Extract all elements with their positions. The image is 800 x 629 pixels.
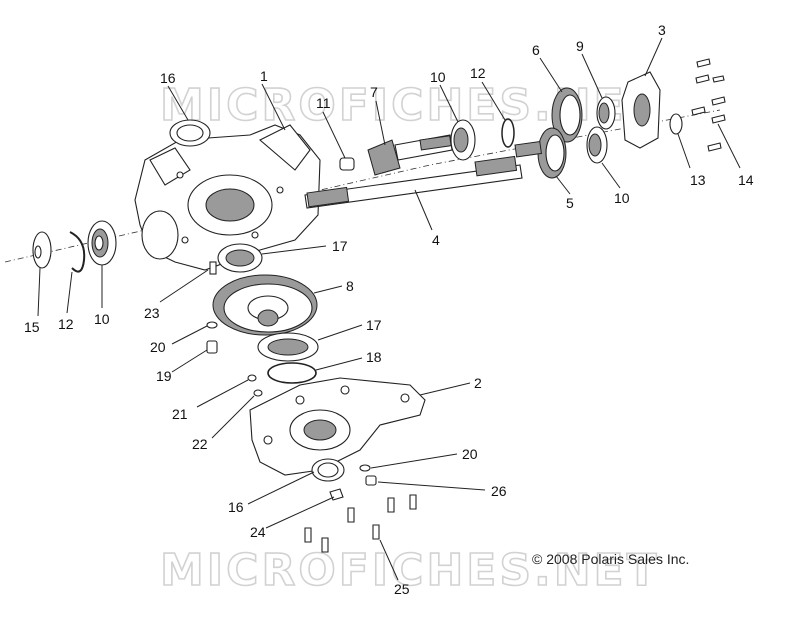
callout-8: 8 [346, 278, 354, 294]
part-14-bolts [691, 58, 726, 152]
callout-24: 24 [250, 524, 266, 540]
callout-14: 14 [738, 172, 754, 188]
callout-18: 18 [366, 349, 382, 365]
part-5-gear [514, 127, 567, 179]
part-16-seal-top [169, 119, 211, 147]
callout-20-lower: 20 [462, 446, 478, 462]
callout-11: 11 [316, 95, 331, 111]
part-2-lower-case [249, 377, 426, 476]
part-10-bearing-right [586, 126, 608, 164]
part-12-snap-ring [69, 231, 86, 273]
part-15-washer [32, 231, 52, 269]
callout-15: 15 [24, 319, 40, 335]
part-3-cover [621, 71, 661, 149]
part-17-seal-case [217, 243, 263, 273]
part-21-screw [247, 374, 257, 382]
part-6-gear [551, 87, 583, 143]
callout-16-lower: 16 [228, 499, 244, 515]
part-8-ring-gear [212, 274, 318, 336]
part-4-shaft [304, 155, 523, 209]
callout-12-left: 12 [58, 316, 74, 332]
callout-20-upper: 20 [150, 339, 166, 355]
callout-7: 7 [370, 84, 378, 100]
callout-9: 9 [576, 38, 584, 54]
part-23-dowel [209, 261, 217, 275]
callout-19: 19 [156, 368, 172, 384]
callout-25: 25 [394, 581, 410, 597]
part-19-plug [206, 340, 218, 354]
callout-12-mid: 12 [470, 65, 486, 81]
part-20-washer-lower [359, 464, 371, 472]
copyright-notice: © 2008 Polaris Sales Inc. [532, 551, 689, 567]
callout-4: 4 [432, 232, 440, 248]
part-17-seal-lower [257, 332, 319, 362]
part-13-washer [669, 113, 683, 135]
part-10-bearing-left [87, 220, 117, 266]
part-11-spacer [339, 157, 355, 171]
callout-10-mid: 10 [430, 69, 446, 85]
callout-26: 26 [491, 483, 507, 499]
callout-6: 6 [532, 42, 540, 58]
part-26-plug [365, 475, 377, 486]
part-1-main-case [134, 124, 321, 271]
callout-13: 13 [690, 172, 706, 188]
part-12-snap-ring-mid [501, 118, 515, 148]
callout-labels: 16 1 11 7 10 12 6 9 3 13 14 5 10 4 17 8 … [24, 22, 754, 597]
callout-16-top: 16 [160, 70, 176, 86]
callout-17-lower: 17 [366, 317, 382, 333]
callout-10-left: 10 [94, 311, 110, 327]
callout-23: 23 [144, 305, 160, 321]
part-9-bearing [596, 96, 616, 130]
part-22-washer [253, 389, 263, 397]
callout-2: 2 [474, 375, 482, 391]
part-7-pinion-gear [367, 134, 453, 176]
callout-5: 5 [566, 195, 574, 211]
part-20-washer-upper [206, 321, 218, 329]
callout-17-case: 17 [332, 238, 348, 254]
part-10-bearing-mid [450, 119, 476, 161]
callout-21: 21 [172, 406, 188, 422]
callout-3: 3 [658, 22, 666, 38]
leader-lines [37, 37, 741, 581]
callout-22: 22 [192, 436, 208, 452]
part-18-oring [267, 362, 317, 384]
callout-1: 1 [260, 68, 268, 84]
part-25-bolts [304, 494, 417, 553]
part-16-seal-lower [311, 458, 345, 482]
watermark-top: MICROFICHES.NET [160, 80, 660, 131]
watermark-bottom: MICROFICHES.NET [160, 545, 660, 596]
callout-10-right: 10 [614, 190, 630, 206]
